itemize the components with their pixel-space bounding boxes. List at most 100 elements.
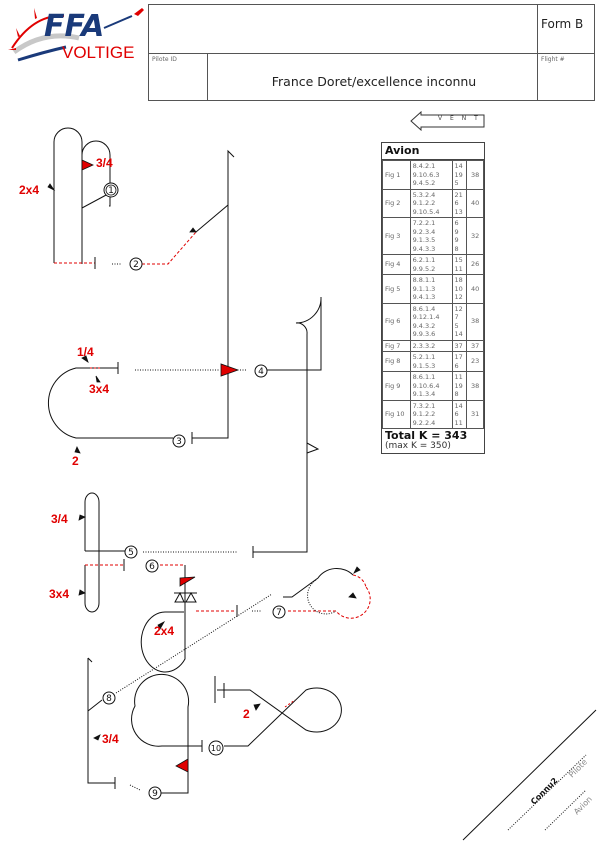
- roll-arrow-icon: [348, 592, 357, 599]
- k-values: 17 6: [451, 351, 468, 372]
- signature-line: [462, 709, 597, 841]
- figure-number-3: 3: [176, 437, 182, 447]
- roll-arrow-icon: [157, 621, 166, 630]
- roll-arrow-icon: [189, 227, 197, 233]
- figure-4-spin-marker-icon: [220, 363, 240, 377]
- figure-1: [81, 140, 111, 264]
- k-values: 14 19 5: [451, 160, 468, 190]
- figure-total-k: 32: [466, 217, 484, 255]
- figure-number-6: 6: [149, 562, 155, 572]
- signature-avion-label: Avion: [572, 795, 594, 817]
- catalog-numbers: 8.8.1.1 9.1.1.3 9.4.1.3: [409, 274, 453, 304]
- catalog-numbers: 6.2.1.1 9.9.5.2: [409, 254, 453, 275]
- figure-label: Fig 4: [382, 254, 411, 275]
- wind-label: V E N T: [438, 115, 481, 122]
- catalog-numbers: 7.3.2.1 9.1.2.2 9.2.2.4: [409, 399, 453, 429]
- figure-number-2: 2: [133, 260, 139, 270]
- figure-total-k: 40: [466, 188, 484, 218]
- roll-label: 2: [243, 707, 250, 721]
- figure-6-path: [140, 565, 186, 673]
- figure-total-k: 38: [466, 371, 484, 401]
- figure-label: Fig 3: [382, 217, 411, 255]
- figure-number-7: 7: [276, 608, 282, 618]
- figure-label: Fig 9: [382, 371, 411, 401]
- figure-number-5: 5: [128, 548, 134, 558]
- figure-1-roll-marker-icon: [81, 159, 94, 171]
- figure-total-k: 38: [466, 160, 484, 190]
- figure-6-spin-marker-icon: [179, 576, 196, 587]
- figure-numbers: 1 2 3 4 5 6 7 8 9 10: [102, 182, 286, 800]
- k-values: 12 7 5 14: [451, 302, 468, 341]
- k-values: 11 19 8: [451, 371, 468, 401]
- figure-4-snap-icon: [306, 442, 320, 454]
- figure-label: Fig 7: [382, 339, 411, 352]
- catalog-numbers: 8.6.1.1 9.10.6.4 9.1.3.4: [409, 371, 453, 401]
- figure-7-path: [283, 567, 354, 598]
- flight-number-label: Flight #: [541, 56, 565, 63]
- logo-voltige-text: VOLTIGE: [62, 43, 134, 62]
- plane-icon: [8, 8, 144, 50]
- roll-label: 2: [72, 454, 79, 468]
- roll-arrow-icon: [353, 566, 361, 574]
- ffa-voltige-logo: FFA VOLTIGE: [4, 2, 148, 64]
- header-box: Form B Pilote ID Flight # France Doret/e…: [148, 4, 595, 101]
- catalog-numbers: 8.6.1.4 9.12.1.4 9.4.3.2 9.9.3.6: [409, 302, 453, 341]
- figure-1-path: [53, 127, 109, 263]
- figure-5-path: [84, 492, 126, 613]
- figure-8-path: [87, 657, 116, 789]
- figure-total-k: 23: [466, 351, 484, 372]
- roll-label: 2x4: [154, 624, 174, 638]
- k-values: 18 10 12: [451, 274, 468, 304]
- figure-number-1: 1: [108, 186, 114, 196]
- pilot-name: France Doret/excellence inconnu: [271, 74, 477, 89]
- signature-pilote-label: Pilote: [567, 757, 589, 779]
- total-k: Total K = 343: [385, 429, 468, 442]
- roll-label: 3x4: [49, 587, 69, 601]
- figure-total-k: 31: [466, 399, 484, 429]
- figure-label: Fig 2: [382, 188, 411, 218]
- roll-arrow-icon: [74, 446, 81, 454]
- figure-9-path: [131, 673, 203, 794]
- catalog-numbers: 5.2.1.1 9.1.5.3: [409, 351, 453, 372]
- roll-label: 3/4: [102, 732, 119, 746]
- pilote-signature-line: [507, 754, 587, 831]
- figure-number-4: 4: [258, 367, 264, 377]
- roll-label: 3/4: [96, 156, 113, 170]
- figure-9-spin-marker-icon: [175, 758, 189, 773]
- figure-7-exit: [288, 586, 371, 619]
- header-divider-left: [207, 53, 208, 100]
- roll-label: 2x4: [19, 183, 39, 197]
- figure-number-10: 10: [211, 744, 221, 753]
- figure-total-k: 40: [466, 274, 484, 304]
- figure-3-path: [47, 362, 173, 439]
- figure-2-3-path: [191, 149, 235, 444]
- roll-arrow-icon: [81, 355, 89, 363]
- catalog-numbers: 2.3.3.2: [409, 339, 453, 352]
- pilote-id-label: Pilote ID: [152, 56, 177, 63]
- roll-label: 3/4: [51, 512, 68, 526]
- figure-total-k: 38: [466, 302, 484, 341]
- roll-label: 1/4: [77, 345, 94, 359]
- roll-arrow-icon: [47, 183, 56, 192]
- figure-label: Fig 5: [382, 274, 411, 304]
- figure-label: Fig 1: [382, 160, 411, 190]
- wind-indicator: V E N T: [410, 111, 486, 131]
- figure-10-path: [214, 676, 342, 747]
- figure-total-k: 37: [466, 339, 484, 352]
- k-values: 14 6 11: [451, 399, 468, 429]
- figure-7-8-link: [115, 593, 273, 694]
- figure-label: Fig 8: [382, 351, 411, 372]
- roll-arrow-icon: [93, 734, 101, 741]
- signature-name: Connu2: [529, 776, 559, 806]
- logo-ffa-text: FFA: [44, 9, 104, 44]
- header-divider: [149, 53, 594, 54]
- avion-signature-line: [544, 789, 587, 831]
- roll-label: 3x4: [89, 382, 109, 396]
